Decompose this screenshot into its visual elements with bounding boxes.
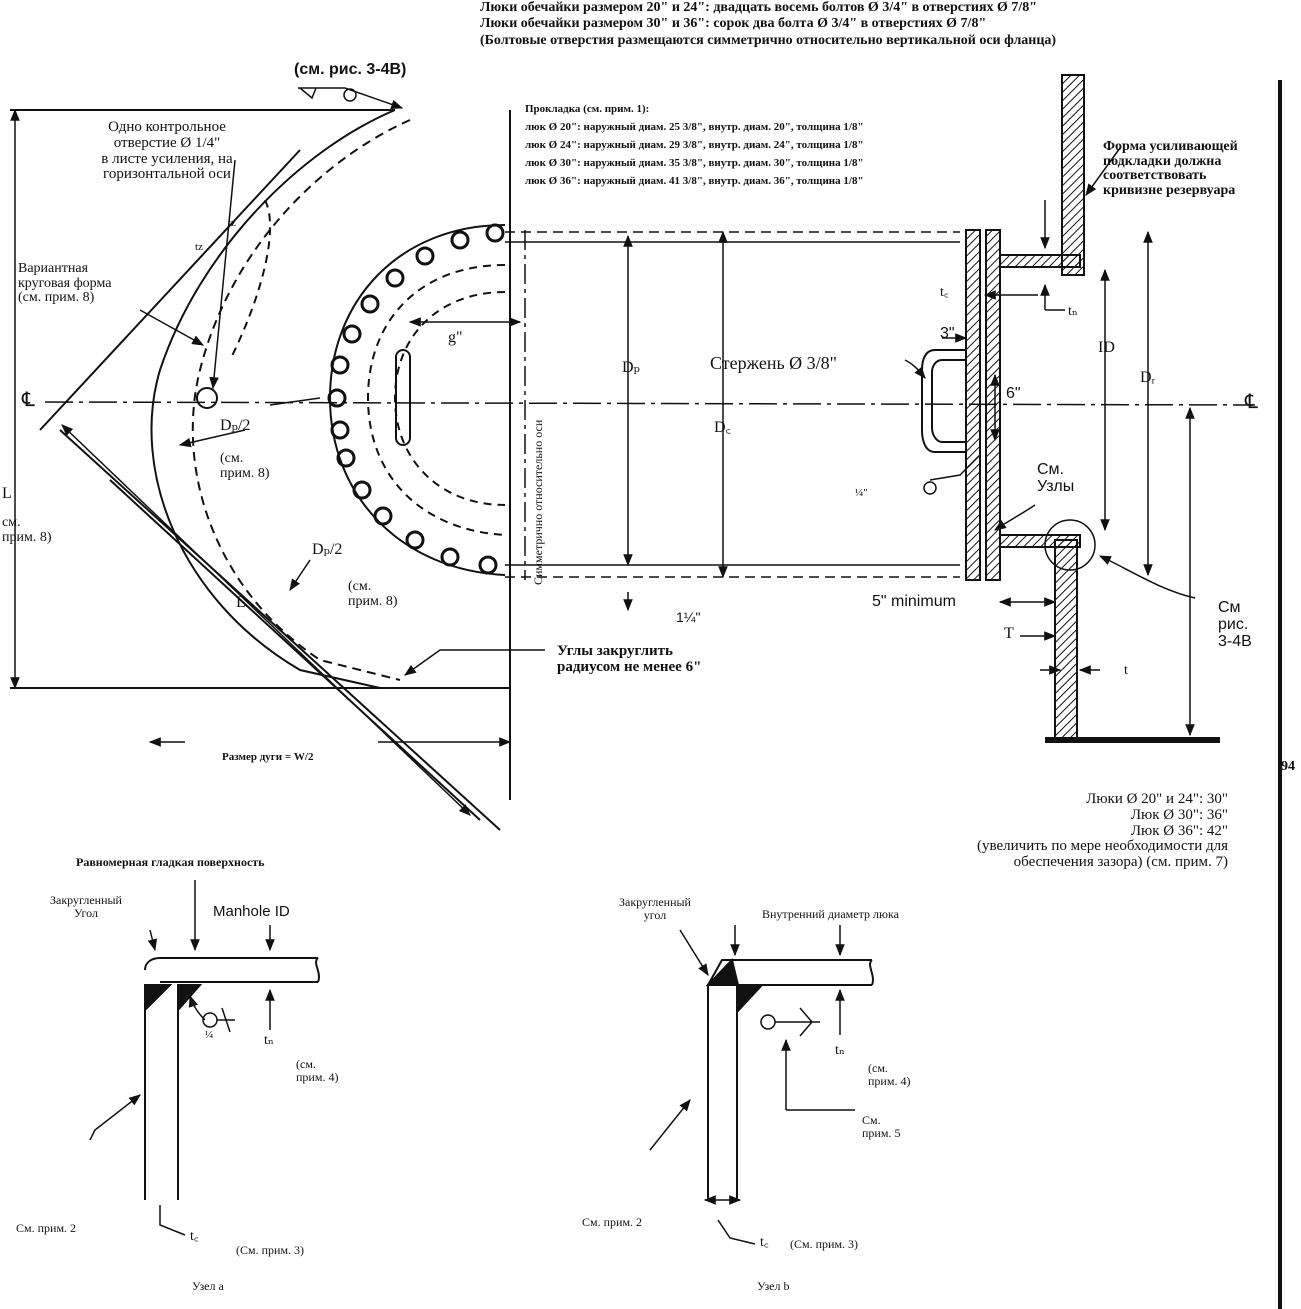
flange-outline xyxy=(328,224,506,576)
handle-slot xyxy=(395,349,411,446)
horizontal-centerline xyxy=(44,401,1256,406)
detail-b-note2: См. прим. 2 xyxy=(582,1215,643,1229)
centerline-left: ℄ xyxy=(22,389,35,411)
dim-L-left: L xyxy=(2,485,12,502)
detail-b-note5: См. прим. 5 xyxy=(862,1113,901,1140)
dim-L-diag: L xyxy=(236,594,246,611)
detail-a-manhole-id: Manhole ID xyxy=(213,903,290,920)
dim-tz-2: tz xyxy=(195,241,203,253)
pad-shape-label: Форма усиливающей подкладки должна соотв… xyxy=(1103,139,1238,199)
dim-tn: tₙ xyxy=(1068,304,1078,319)
detail-b xyxy=(649,925,874,1245)
detail-b-rounded: Закругленный угол xyxy=(619,895,691,922)
detail-b-caption: Узел b xyxy=(757,1279,790,1293)
see-note8-low: (см. прим. 8) xyxy=(348,579,398,609)
centerline-right: ℄ xyxy=(1245,391,1258,413)
dim-dp2-b: Dₚ/2 xyxy=(312,541,343,558)
heights-label: Люки Ø 20" и 24": 30" Люк Ø 30": 36" Люк… xyxy=(977,791,1228,870)
detail-b-tf: t꜀ xyxy=(760,1235,769,1250)
dim-g: g" xyxy=(448,329,463,346)
handle xyxy=(921,349,966,453)
arc-size-label: Размер дуги = W/2 xyxy=(222,751,314,763)
cover-plate xyxy=(965,229,981,581)
dim-t: t xyxy=(1124,663,1128,678)
gasket-20: люк Ø 20": наружный диам. 25 3/8", внутр… xyxy=(525,121,864,133)
dim-dr: Dᵣ xyxy=(1140,369,1156,386)
alt-shape-label: Вариантная круговая форма (см. прим. 8) xyxy=(18,261,112,306)
detail-a-weld: ¼ xyxy=(205,1029,214,1041)
gasket-36: люк Ø 36": наружный диам. 41 3/8", внутр… xyxy=(525,175,864,187)
front-view xyxy=(10,87,1256,831)
see-note8-mid: (см. прим. 8) xyxy=(220,451,270,481)
detail-b-tn: tₙ xyxy=(835,1043,845,1058)
header-line-2: Люки обечайки размером 30" и 36": сорок … xyxy=(480,16,987,31)
dim-6in: 6" xyxy=(1006,385,1021,402)
symmetric-axis-label: Симметрично относительно оси xyxy=(531,419,545,585)
gasket-24: люк Ø 24": наружный диам. 29 3/8", внутр… xyxy=(525,139,864,151)
dim-T: T xyxy=(1004,625,1014,642)
detail-a-note2: См. прим. 2 xyxy=(16,1221,77,1235)
min5-label: 5" minimum xyxy=(872,593,956,610)
flange-inner-dashed xyxy=(366,264,506,536)
alt-diagonal-top xyxy=(39,149,301,431)
dim-dp: Dₚ xyxy=(622,359,640,376)
detail-b-inner-d: Внутренний диаметр люка xyxy=(762,907,899,921)
detail-a-surface: Равномерная гладкая поверхность xyxy=(76,855,265,869)
dim-3in: 3" xyxy=(940,325,955,342)
header-line-3: (Болтовые отверстия размещаются симметри… xyxy=(480,33,1057,48)
flange-inner-dashed-2 xyxy=(393,291,506,506)
gasket-30: люк Ø 30": наружный диам. 35 3/8", внутр… xyxy=(525,157,864,169)
detail-b-note3: (См. прим. 3) xyxy=(790,1237,859,1251)
see-details: См. Узлы xyxy=(1037,461,1075,495)
alt-diagonal-bottom-2 xyxy=(109,479,481,821)
bolts xyxy=(327,223,505,575)
detail-a-rounded: Закругленный Угол xyxy=(50,893,122,920)
page-number: 94 xyxy=(1281,759,1295,774)
detail-a-note3: (См. прим. 3) xyxy=(236,1243,305,1257)
header-line-1: Люки обечайки размером 20" и 24": двадца… xyxy=(480,0,1038,15)
detail-a-tn: tₙ xyxy=(264,1033,274,1048)
see-note8-left: см. прим. 8) xyxy=(2,515,52,545)
dim-tz-1: tz xyxy=(228,217,236,229)
alt-diagonal-bottom xyxy=(59,429,501,831)
test-hole xyxy=(196,387,218,409)
see-fig-top: (см. рис. 3-4B) xyxy=(294,61,407,78)
dim-1-1-4: 1¼" xyxy=(676,609,701,625)
rod-label: Стержень Ø 3/8" xyxy=(710,353,838,373)
round-corners-label: Углы закруглить радиусом не менее 6" xyxy=(557,643,702,675)
see-fig-right: См рис. 3-4B xyxy=(1218,599,1252,650)
dim-dp2-a: Dₚ/2 xyxy=(220,417,251,434)
detail-b-note4: (см. прим. 4) xyxy=(868,1061,911,1088)
detail-a-tf: t꜀ xyxy=(190,1229,199,1244)
gasket-title: Прокладка (см. прим. 1): xyxy=(525,103,650,115)
test-hole-label: Одно контрольное отверстие Ø 1/4" в лист… xyxy=(101,119,233,183)
detail-a-note4: (см. прим. 4) xyxy=(296,1057,339,1084)
detail-a-caption: Узел а xyxy=(192,1279,224,1293)
weld-1-4: ¼" xyxy=(855,487,868,499)
alt-circle-arc xyxy=(229,199,272,361)
shell-top xyxy=(1061,74,1085,276)
side-section xyxy=(904,74,1282,1309)
dim-tc: t꜀ xyxy=(940,285,949,300)
detail-a xyxy=(89,880,320,1236)
dim-dc: D꜀ xyxy=(714,419,732,436)
dim-id: ID xyxy=(1098,339,1115,356)
